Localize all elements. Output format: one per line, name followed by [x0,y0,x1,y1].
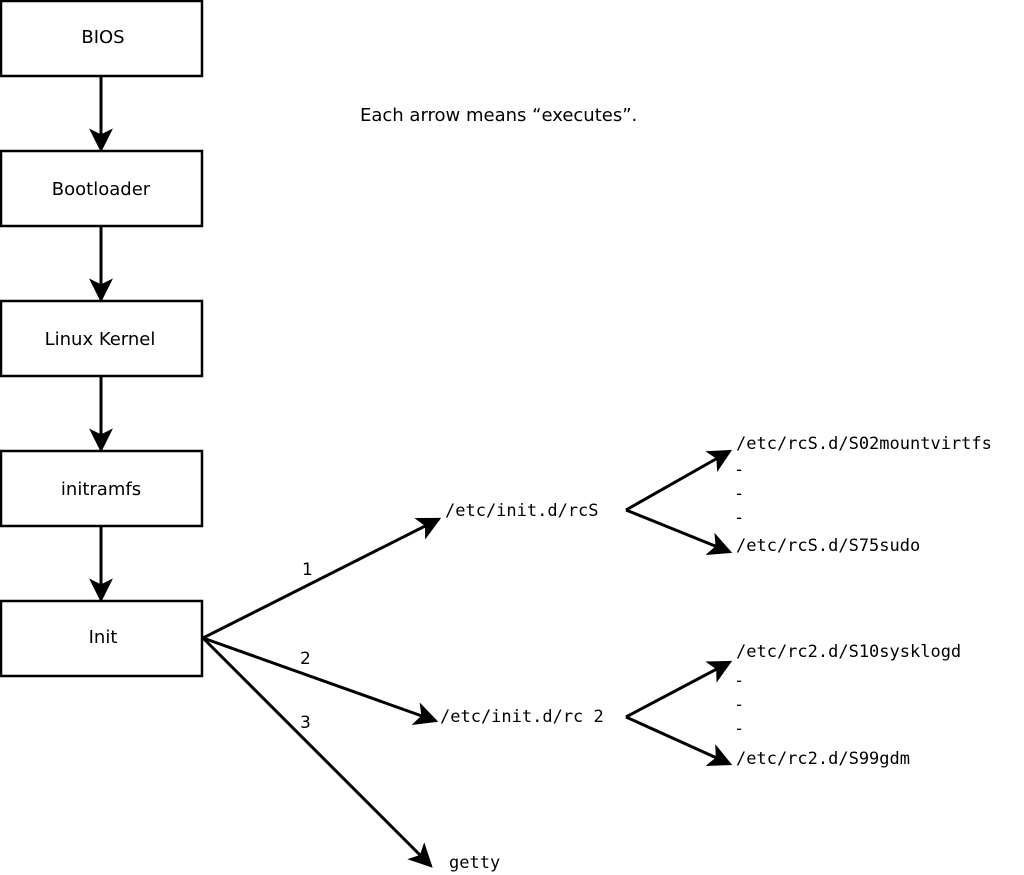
rc2-last-script: /etc/rc2.d/S99gdm [736,749,910,769]
rc2-ellipsis-1: - [734,671,744,691]
rcs-ellipsis-2: - [734,484,744,504]
arrow-rcs-first [625,449,733,512]
linux-kernel-label: Linux Kernel [45,329,156,350]
rcs-last-script: /etc/rcS.d/S75sudo [736,536,920,556]
arrow-rc2-last [625,715,733,767]
arrow-init-rc2 [202,636,439,726]
initramfs-label: initramfs [61,479,141,500]
branch-number-3: 3 [300,713,311,733]
bios-label: BIOS [81,27,124,48]
rc2-ellipsis-3: - [734,719,744,739]
bootloader-label: Bootloader [52,179,151,200]
arrow-init-rcs [202,517,442,640]
bootloader-box: Bootloader [0,149,204,228]
rc2-arrows [625,660,733,767]
rcs-ellipsis-3: - [734,508,744,528]
rc2-first-script: /etc/rc2.d/S10sysklogd [736,642,961,662]
rcs-arrows [625,449,733,556]
arrow-rc2-first [625,660,733,719]
init-label: Init [89,627,118,648]
rcs-script-label: /etc/init.d/rcS [445,501,599,521]
arrow-rcs-last [625,508,733,556]
rcs-ellipsis-1: - [734,460,744,480]
rc2-script-label: /etc/init.d/rc 2 [440,707,604,727]
branch-number-1: 1 [302,560,313,580]
branch-number-2: 2 [300,649,311,669]
initramfs-box: initramfs [0,449,204,528]
legend-note: Each arrow means “executes”. [360,105,637,126]
rcs-first-script: /etc/rcS.d/S02mountvirtfs [736,434,992,454]
linux-kernel-box: Linux Kernel [0,299,204,378]
init-branch-arrows [201,517,442,868]
arrow-init-getty [201,636,433,868]
bios-box: BIOS [0,0,204,78]
getty-label: getty [449,853,500,873]
rc2-ellipsis-2: - [734,695,744,715]
init-box: Init [0,599,204,678]
